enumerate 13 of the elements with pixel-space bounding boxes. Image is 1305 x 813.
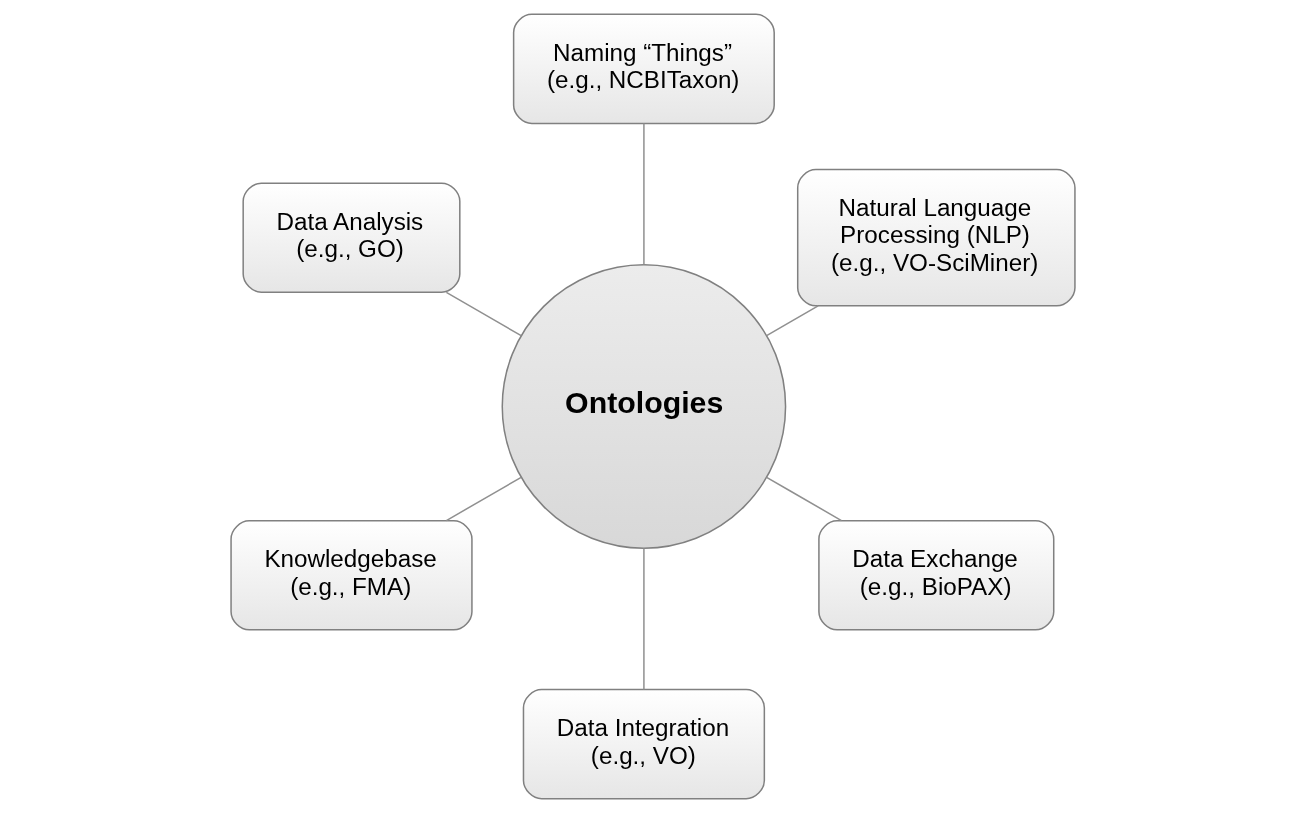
node-box: Data Analysis (e.g., GO) — [241, 182, 461, 293]
connector — [445, 291, 522, 337]
connector — [642, 547, 645, 691]
connector — [765, 305, 819, 337]
node-box: Data Exchange (e.g., BioPAX) — [817, 520, 1054, 631]
connector — [445, 476, 522, 522]
node-box: Natural Language Processing (NLP) (e.g., VO-SciMiner) — [796, 168, 1076, 307]
connector — [765, 476, 842, 522]
node-circle: Ontologies — [501, 264, 786, 549]
node-box: Knowledgebase (e.g., FMA) — [229, 520, 473, 631]
node-box: Data Integration (e.g., VO) — [522, 688, 765, 800]
node-box: Naming “Things” (e.g., NCBITaxon) — [512, 13, 775, 125]
connector — [642, 122, 645, 266]
